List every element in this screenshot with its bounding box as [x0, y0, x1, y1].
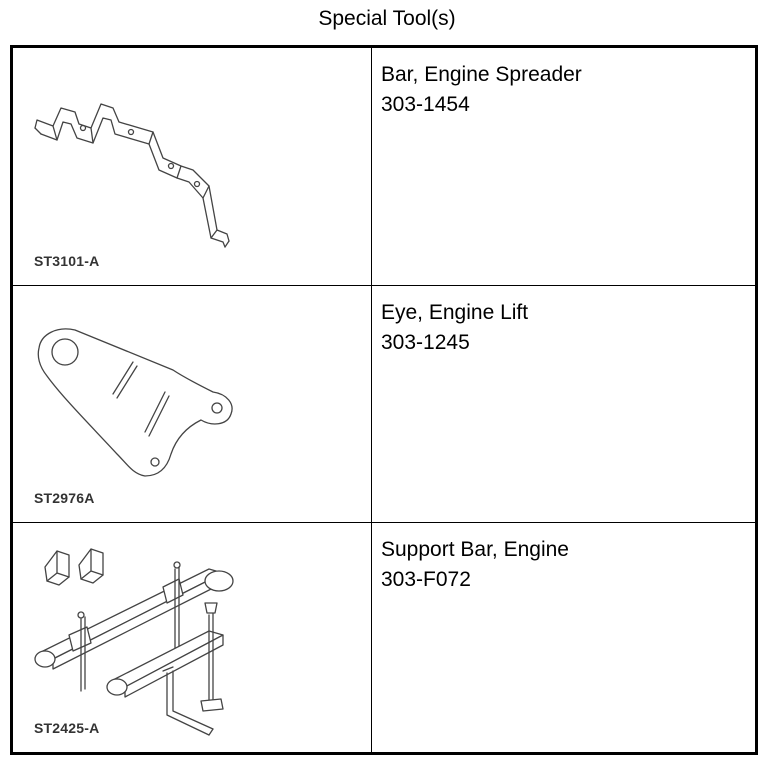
table-row: ST3101-A Bar, Engine Spreader 303-1454 — [13, 48, 755, 285]
table-row: ST2425-A Support Bar, Engine 303-F072 — [13, 522, 755, 752]
tool-description: Eye, Engine Lift 303-1245 — [381, 298, 747, 358]
tool-name: Eye, Engine Lift — [381, 301, 529, 324]
tool-number: 303-1454 — [381, 93, 470, 116]
tool-image-cell: ST2976A — [13, 286, 372, 522]
tool-name: Support Bar, Engine — [381, 538, 569, 561]
engine-support-bar-icon — [34, 548, 234, 736]
tool-code: ST2425-A — [34, 720, 100, 736]
special-tools-table: ST3101-A Bar, Engine Spreader 303-1454 S… — [10, 45, 758, 755]
tool-description: Support Bar, Engine 303-F072 — [381, 535, 747, 595]
table-row: ST2976A Eye, Engine Lift 303-1245 — [13, 285, 755, 522]
tool-code: ST3101-A — [34, 253, 100, 269]
tool-image-cell: ST3101-A — [13, 48, 372, 285]
engine-lift-eye-icon — [37, 328, 233, 477]
engine-spreader-bar-icon — [34, 103, 230, 248]
tool-description: Bar, Engine Spreader 303-1454 — [381, 60, 747, 120]
tool-number: 303-F072 — [381, 568, 471, 591]
page-title: Special Tool(s) — [318, 7, 456, 30]
tool-code: ST2976A — [34, 490, 95, 506]
tool-number: 303-1245 — [381, 331, 470, 354]
tool-name: Bar, Engine Spreader — [381, 63, 582, 86]
tool-image-cell: ST2425-A — [13, 523, 372, 752]
